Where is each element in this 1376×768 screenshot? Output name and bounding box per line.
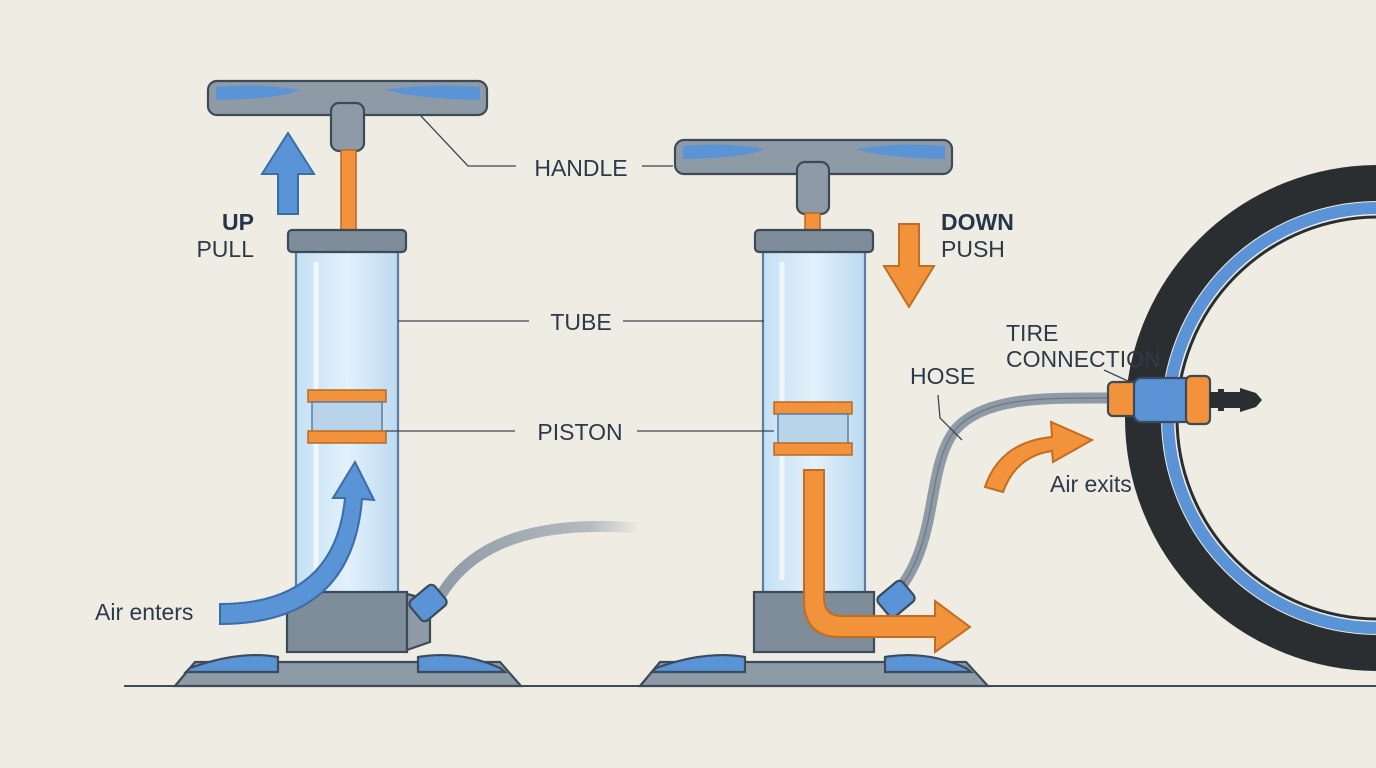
right-handle bbox=[673, 138, 954, 216]
right-piston bbox=[773, 401, 853, 456]
down-label: DOWN bbox=[941, 209, 1014, 235]
air-exits-label: Air exits bbox=[1050, 471, 1132, 497]
air-exits-arrow bbox=[983, 420, 1095, 494]
airflow-out-arrow bbox=[803, 469, 972, 654]
left-hose-connector bbox=[408, 583, 448, 623]
left-pump bbox=[172, 79, 646, 688]
tube-label: TUBE bbox=[550, 309, 611, 335]
leader-lines bbox=[386, 115, 1131, 441]
tire-connection-fitting bbox=[1106, 374, 1262, 426]
air-enters-label: Air enters bbox=[95, 599, 193, 625]
right-hose-connector bbox=[876, 579, 916, 619]
left-hose bbox=[431, 520, 646, 608]
up-label: UP bbox=[222, 209, 254, 235]
left-piston bbox=[307, 389, 387, 444]
piston-label: PISTON bbox=[537, 419, 622, 445]
tire-connection-label-line2: CONNECTION bbox=[1006, 346, 1161, 372]
left-handle bbox=[206, 79, 489, 153]
right-base bbox=[637, 590, 991, 688]
air-enters-arrow bbox=[219, 459, 376, 626]
tire-connection-label-line1: TIRE bbox=[1006, 320, 1058, 346]
handle-label: HANDLE bbox=[534, 155, 627, 181]
up-arrow bbox=[260, 131, 316, 215]
down-arrow bbox=[882, 223, 936, 309]
push-label: PUSH bbox=[941, 236, 1005, 262]
hose-label: HOSE bbox=[910, 363, 975, 389]
pull-label: PULL bbox=[196, 236, 254, 262]
right-pump bbox=[637, 138, 1126, 688]
